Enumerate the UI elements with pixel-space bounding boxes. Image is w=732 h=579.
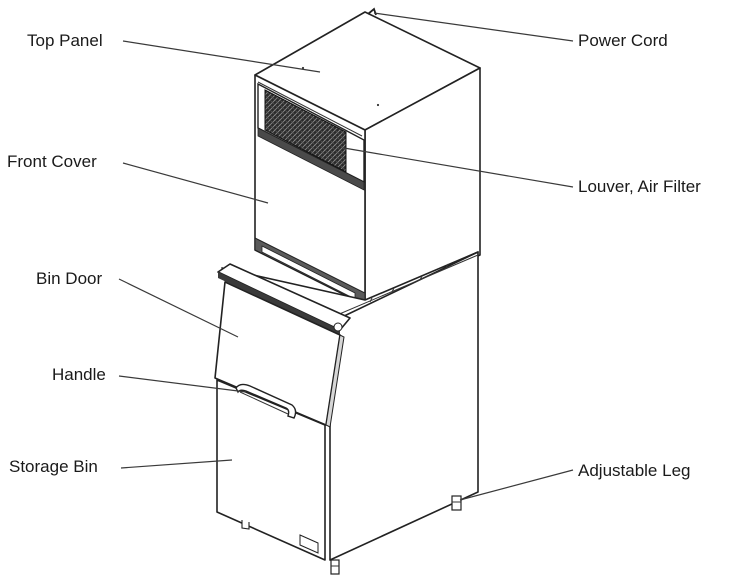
leader-storage-bin bbox=[120, 459, 233, 469]
label-louver-air-filter: Louver, Air Filter bbox=[578, 177, 701, 196]
label-adjustable-leg: Adjustable Leg bbox=[578, 461, 691, 480]
leader-power-cord bbox=[373, 12, 574, 42]
label-top-panel: Top Panel bbox=[27, 31, 103, 50]
label-power-cord: Power Cord bbox=[578, 31, 668, 50]
handle bbox=[235, 383, 297, 419]
left-foot bbox=[241, 520, 250, 530]
bin-door-ledge bbox=[217, 263, 351, 331]
label-storage-bin: Storage Bin bbox=[9, 457, 98, 476]
front-leg bbox=[330, 559, 340, 575]
storage-bin-unit bbox=[216, 251, 479, 575]
label-bin-door: Bin Door bbox=[36, 269, 103, 288]
bin-label-plate bbox=[299, 534, 319, 554]
ice-maker-head bbox=[254, 11, 481, 306]
leader-top-panel bbox=[122, 40, 321, 73]
label-handle: Handle bbox=[52, 365, 106, 384]
bin-door-assembly bbox=[214, 263, 351, 428]
leader-lines bbox=[118, 12, 574, 501]
leader-adjustable-leg bbox=[459, 469, 574, 501]
adjustable-leg bbox=[451, 495, 462, 511]
leader-louver-air-filter bbox=[343, 147, 574, 188]
leader-front-cover bbox=[122, 162, 269, 204]
label-front-cover: Front Cover bbox=[7, 152, 97, 171]
leader-handle bbox=[118, 375, 247, 393]
power-cord bbox=[367, 7, 377, 16]
leader-bin-door bbox=[118, 278, 239, 338]
louver-air-filter bbox=[264, 89, 347, 173]
